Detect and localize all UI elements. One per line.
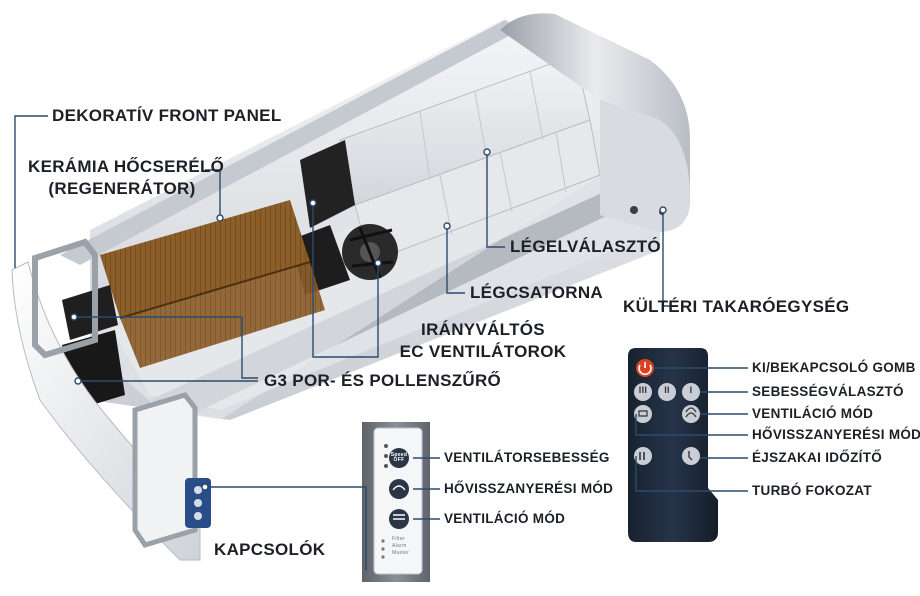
label-fans-line2: EC VENTILÁTOROK	[399, 341, 567, 361]
power-icon	[638, 362, 652, 376]
remote-btn-ii-text: II	[664, 385, 670, 395]
speed-off-button-text: Speed OFF	[390, 452, 408, 464]
label-front-panel: DEKORATÍV FRONT PANEL	[52, 106, 282, 125]
led-master: Master	[392, 549, 410, 556]
remote-speed-2-button[interactable]	[658, 383, 676, 401]
speed-btn-line2: OFF	[393, 457, 405, 464]
remote-heat-recovery-button[interactable]	[634, 405, 652, 423]
label-remote-heat-recovery: HŐVISSZANYERÉSI MÓD	[752, 427, 920, 442]
label-remote-night-timer: ÉJSZAKAI IDŐZÍTŐ	[752, 450, 883, 465]
ceramic-regenerator	[100, 200, 325, 368]
speed-off-button[interactable]	[389, 448, 409, 468]
label-remote-power: KI/BEKAPCSOLÓ GOMB	[752, 360, 916, 375]
outdoor-cover	[500, 13, 690, 233]
remote-turbo-button[interactable]	[634, 447, 652, 465]
label-remote-turbo: TURBÓ FOKOZAT	[752, 483, 872, 498]
label-g3-filter: G3 POR- ÉS POLLENSZŰRŐ	[264, 371, 502, 390]
label-air-separator: LÉGELVÁLASZTÓ	[510, 237, 661, 256]
remote-speed-3-button[interactable]	[634, 383, 652, 401]
label-remote-ventilation: VENTILÁCIÓ MÓD	[752, 406, 874, 421]
label-ceramic-line1: KERÁMIA HŐCSERÉLŐ	[28, 157, 225, 176]
label-fans-line1: IRÁNYVÁLTÓS	[421, 320, 545, 339]
label-panel-fan-speed: VENTILÁTORSEBESSÉG	[444, 450, 610, 465]
remote-control	[628, 348, 718, 542]
end-frames	[32, 238, 211, 548]
control-panel-inset	[362, 422, 430, 582]
label-ec-fans: IRÁNYVÁLTÓS EC VENTILÁTOROK	[392, 321, 574, 361]
label-panel-ventilation: VENTILÁCIÓ MÓD	[444, 511, 566, 526]
remote-ventilation-button[interactable]	[682, 405, 700, 423]
leader-dots	[70, 148, 667, 491]
speed-btn-line1: Speed	[390, 452, 408, 458]
remote-night-timer-button[interactable]	[682, 447, 700, 465]
panel-led-labels: Filter Alarm Master	[392, 536, 409, 556]
heat-recovery-button[interactable]	[389, 479, 409, 499]
remote-speed-1-button[interactable]	[682, 383, 700, 401]
air-separator-plates	[339, 54, 601, 263]
label-remote-speed: SEBESSÉGVÁLASZTÓ	[752, 384, 904, 399]
label-ceramic-line2: (REGENERÁTOR)	[48, 178, 196, 198]
remote-btn-iii-text: III	[638, 385, 648, 395]
label-outdoor-cover: KÜLTÉRI TAKARÓEGYSÉG	[623, 297, 850, 316]
led-filter: Filter	[392, 536, 405, 542]
label-air-duct: LÉGCSATORNA	[470, 283, 604, 302]
remote-btn-i-text: I	[689, 385, 693, 395]
led-alarm: Alarm	[392, 542, 407, 549]
leader-lines	[14, 115, 748, 570]
label-switches: KAPCSOLÓK	[214, 540, 326, 559]
label-panel-heat-recovery: HŐVISSZANYERÉSI MÓD	[444, 481, 614, 496]
label-ceramic-regenerator: KERÁMIA HŐCSERÉLŐ (REGENERÁTOR)	[28, 157, 225, 198]
